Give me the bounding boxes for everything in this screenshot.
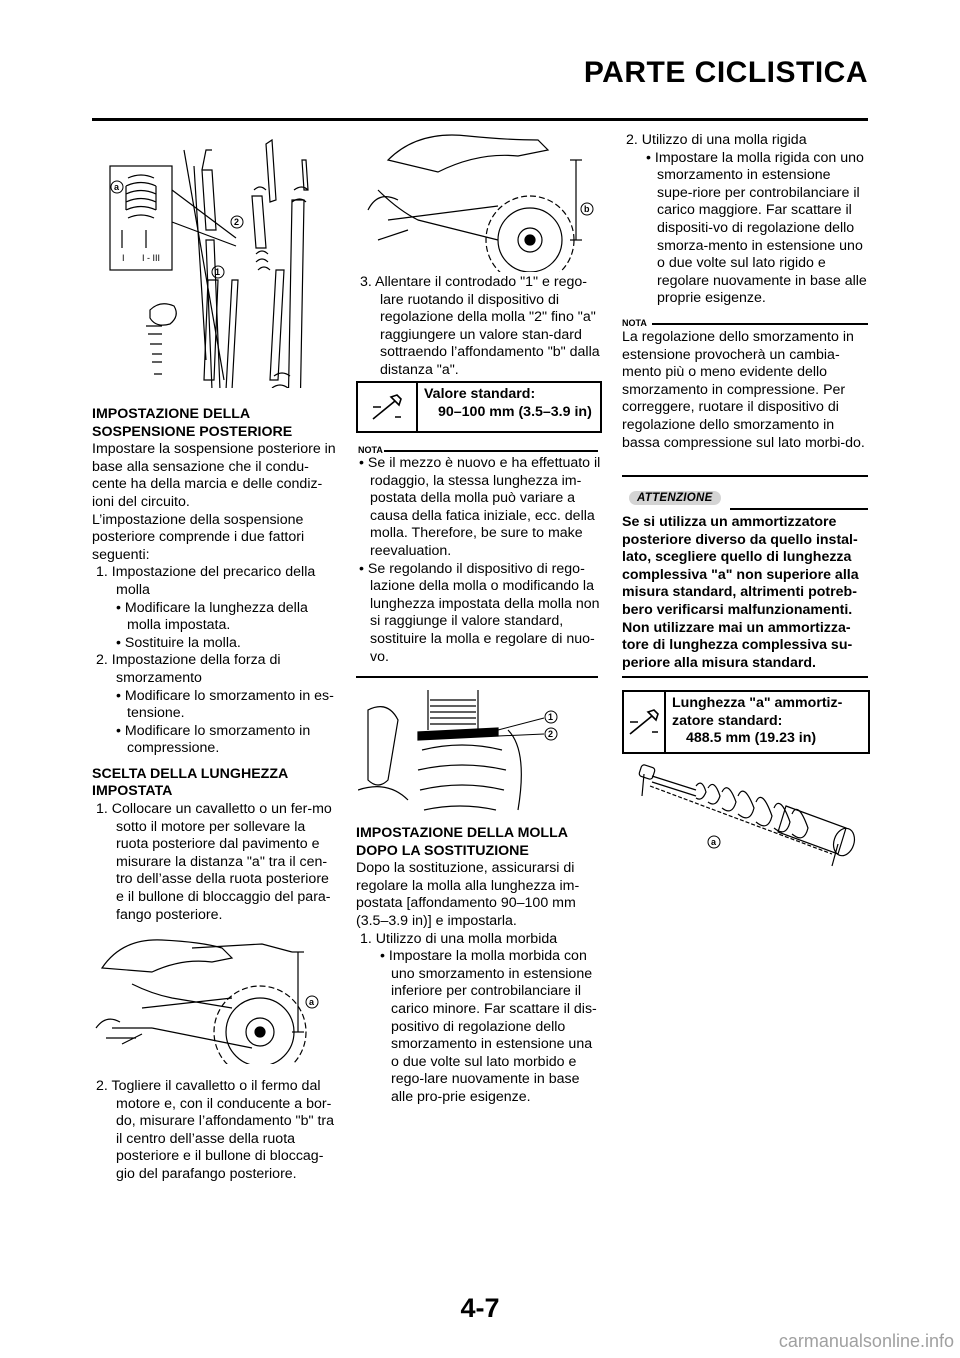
spec-box-shock-length: Lunghezza "a" ammortiz-zatore standard: … [622, 690, 870, 754]
list-item-hard-spring: 2. Utilizzo di una molla rigida [626, 132, 807, 148]
column-3-attention: Se si utilizza un ammortizzatore posteri… [622, 514, 868, 672]
fork-exploded-illustration: a 2 1 I I - III [109, 138, 309, 388]
column-3-block-a: 2. Utilizzo di una molla rigida • Impost… [622, 132, 868, 308]
motorcycle-rear-illustration-b: b [367, 134, 594, 272]
spec-box-standard-value: Valore standard: 90–100 mm (3.5–3.9 in) [356, 381, 602, 433]
step-3: 3. Allentare il controdado "1" e rego-la… [360, 274, 600, 378]
bullet-replace-spring: • Sostituire la molla. [116, 634, 241, 651]
page-number: 4-7 [460, 1293, 500, 1323]
heading-rear-suspension: IMPOSTAZIONE DELLA SOSPENSIONE POSTERIOR… [92, 406, 293, 440]
nota-end-rule [356, 676, 598, 678]
column-2-block-b: IMPOSTAZIONE DELLA MOLLA DOPO LA SOSTITU… [356, 825, 601, 1107]
nota-rule [652, 323, 868, 325]
nota-bullet-2: • Se regolando il dispositivo di rego-la… [359, 560, 600, 665]
paragraph-factors: L’impostazione della sospensione posteri… [92, 511, 305, 563]
watermark: carmanualsonline.info [778, 1331, 954, 1351]
bullet-hard-spring: • Impostare la molla rigida con uno smor… [646, 149, 867, 307]
label-2: 2 [234, 217, 239, 227]
bullet-spring-length: • Modificare la lunghezza della molla im… [116, 599, 308, 634]
label-roman-1-3: I - III [142, 253, 160, 263]
nota-end-rule [622, 475, 868, 477]
attention-end-rule [622, 676, 868, 678]
label-a: a [711, 837, 717, 847]
column-1-block-b: 2. Togliere il cavalletto o il fermo dal… [92, 1078, 337, 1184]
step-1: 1. Collocare un cavalletto o un fer-mo s… [96, 801, 332, 923]
label-roman-1: I [122, 253, 125, 263]
column-3-nota: La regolazione dello smorzamento in este… [622, 329, 868, 452]
nota-label: NOTA [622, 318, 647, 328]
attention-badge: ATTENZIONE [629, 491, 721, 505]
column-2-nota: • Se il mezzo è nuovo e ha effettuato il… [356, 455, 601, 666]
attention-rule [730, 508, 868, 510]
label-b: b [584, 204, 590, 214]
shock-absorber-illustration: a [638, 764, 856, 867]
bullet-rebound: • Modificare lo smorzamento in es-tensio… [116, 687, 334, 722]
page-title: PARTE CICLISTICA [583, 56, 868, 89]
label-1: 1 [548, 712, 553, 722]
spec-value: 488.5 mm (19.23 in) [686, 730, 817, 747]
header-rule [92, 118, 868, 121]
spec-label: Valore standard: [424, 386, 536, 402]
wrench-icon [624, 692, 666, 752]
list-item-preload: 1. Impostazione del precarico della moll… [96, 564, 316, 598]
wrench-icon [358, 383, 418, 431]
motorcycle-rear-illustration-a: a [95, 939, 319, 1064]
label-1: 1 [215, 267, 220, 277]
label-a: a [309, 997, 315, 1007]
label-2: 2 [548, 729, 553, 739]
paragraph-after-replacement: Dopo la sostituzione, assicurarsi di reg… [356, 860, 580, 929]
list-item-damping: 2. Impostazione della forza di smorzamen… [96, 652, 281, 686]
nota-rule [384, 450, 598, 452]
spec-value: 90–100 mm (3.5–3.9 in) [438, 403, 592, 420]
heading-after-replacement: IMPOSTAZIONE DELLA MOLLA DOPO LA SOSTITU… [356, 825, 568, 859]
bullet-soft-spring: • Impostare la molla morbida con uno smo… [380, 948, 597, 1105]
column-1-block-a: IMPOSTAZIONE DELLA SOSPENSIONE POSTERIOR… [92, 406, 337, 924]
nota-label: NOTA [358, 445, 383, 455]
list-item-soft-spring: 1. Utilizzo di una molla morbida [360, 930, 558, 947]
nota-bullet-1: • Se il mezzo è nuovo e ha effettuato il… [359, 455, 601, 559]
heading-set-length: SCELTA DELLA LUNGHEZZA IMPOSTATA [92, 765, 288, 800]
spec-label: Lunghezza "a" ammortiz-zatore standard: [672, 695, 843, 729]
nota-text: La regolazione dello smorzamento in este… [622, 329, 865, 451]
attention-text: Se si utilizza un ammortizzatore posteri… [622, 514, 859, 671]
bullet-compression: • Modificare lo smorzamento in compressi… [116, 722, 311, 757]
shock-spring-illustration: 1 2 [358, 690, 558, 811]
label-a: a [114, 182, 120, 192]
step-2: 2. Togliere il cavalletto o il fermo dal… [96, 1078, 335, 1182]
paragraph-intro: Impostare la sospensione posteriore in b… [92, 441, 336, 510]
column-2-step3: 3. Allentare il controdado "1" e rego-la… [356, 274, 601, 380]
